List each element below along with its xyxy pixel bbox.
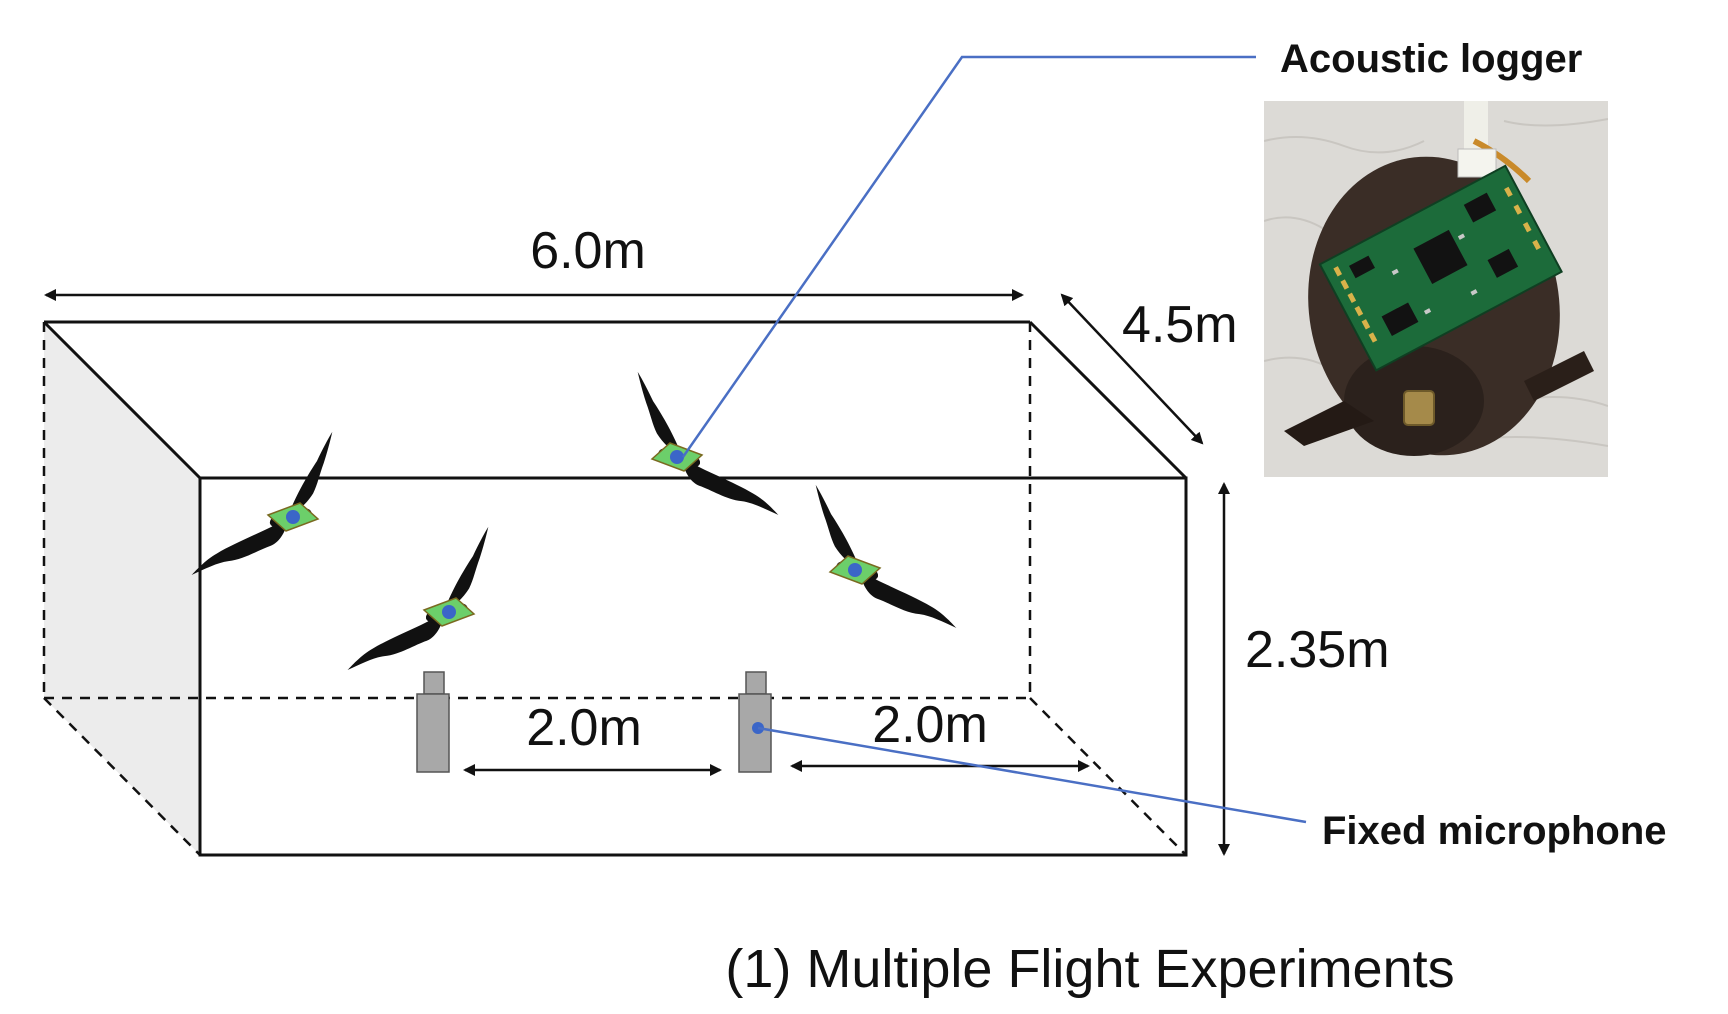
room-solid-edges	[42, 320, 1188, 857]
microphone-icon	[738, 671, 772, 773]
depth-arrow	[1060, 293, 1204, 445]
bat-silhouette-icon	[815, 484, 957, 628]
fixed-microphone-label: Fixed microphone	[1322, 809, 1667, 853]
room-hidden-edges	[42, 322, 1187, 856]
width-dim-label: 6.0m	[530, 222, 646, 280]
microphone-icon	[416, 671, 450, 773]
spacing-dim-label-right: 2.0m	[872, 696, 988, 754]
height-dim-label: 2.35m	[1245, 621, 1390, 679]
bat-silhouette-icon	[347, 526, 489, 670]
figure-caption: (1) Multiple Flight Experiments	[725, 939, 1454, 999]
leader-line-mic	[757, 726, 1307, 824]
room-left-wall	[44, 322, 200, 855]
bat-silhouette-icon	[637, 371, 779, 515]
spacing-dim-label-left: 2.0m	[526, 699, 642, 757]
leader-line-logger	[681, 55, 1256, 458]
bat-silhouette-icon	[191, 431, 333, 575]
acoustic-logger-photo	[1264, 101, 1608, 477]
acoustic-logger-label: Acoustic logger	[1280, 37, 1582, 81]
depth-dim-label: 4.5m	[1122, 296, 1238, 354]
dimension-arrows	[44, 289, 1230, 856]
